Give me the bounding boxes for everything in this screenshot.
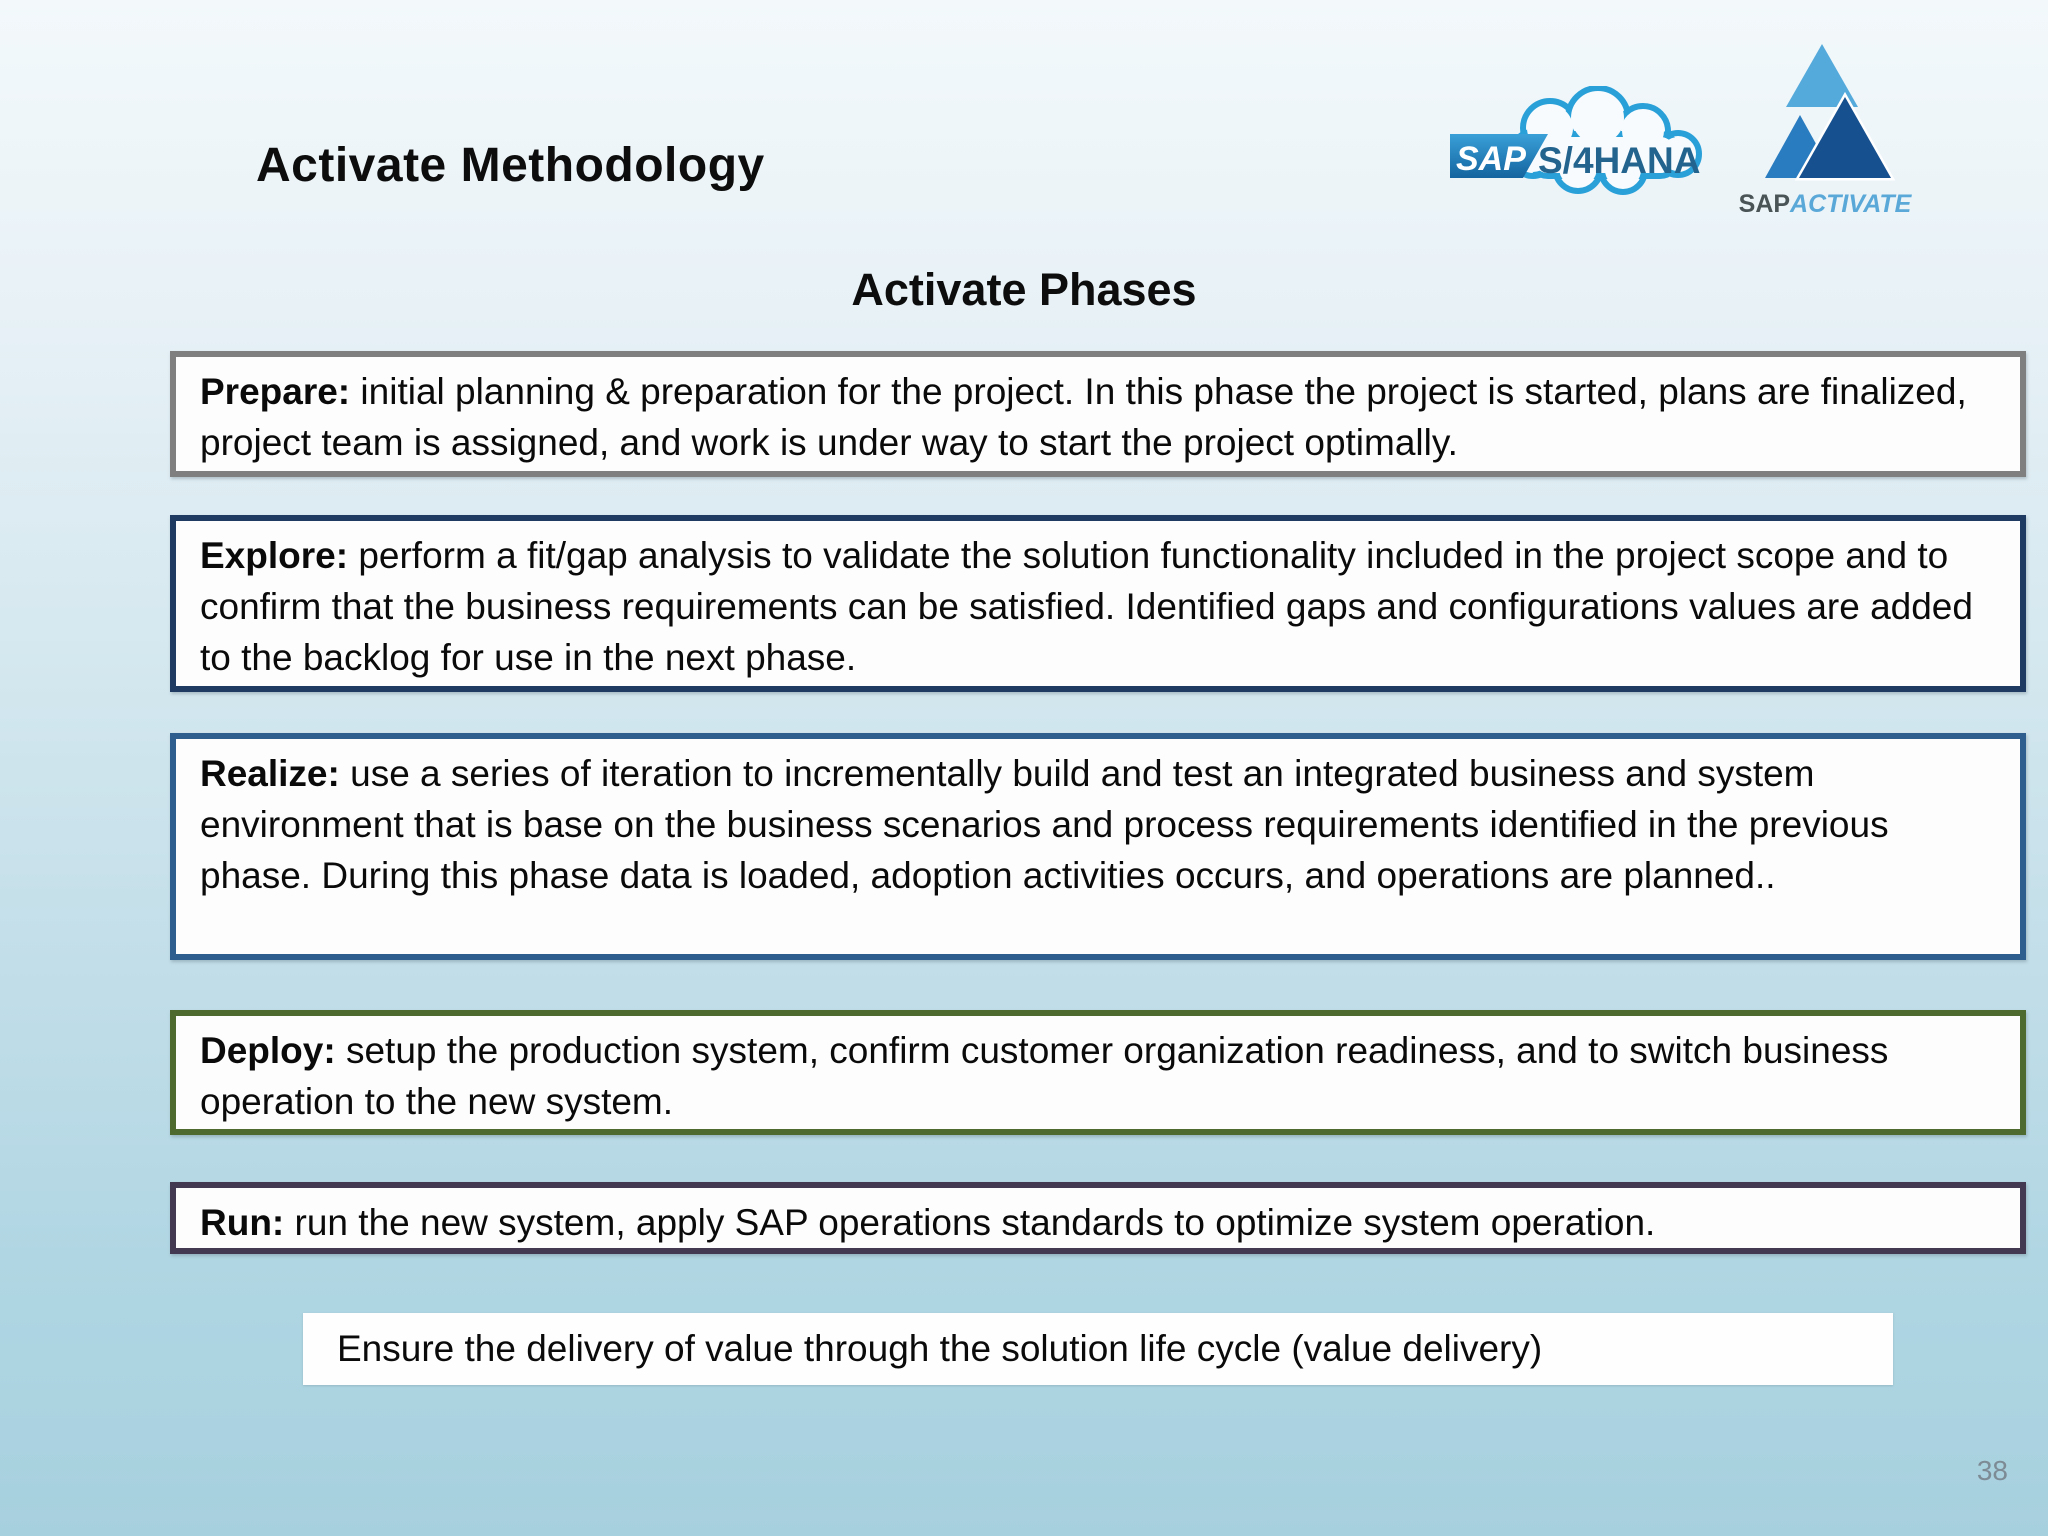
phase-text-explore: Explore: perform a fit/gap analysis to v… xyxy=(176,521,2020,683)
phase-description-explore: perform a fit/gap analysis to validate t… xyxy=(200,535,1973,678)
phase-box-deploy: Deploy: setup the production system, con… xyxy=(170,1010,2026,1135)
phase-description-prepare: initial planning & preparation for the p… xyxy=(200,371,1967,463)
triangle-top xyxy=(1786,44,1858,107)
cloud-fill xyxy=(1515,92,1695,188)
value-delivery-bar: Ensure the delivery of value through the… xyxy=(303,1313,1893,1385)
page-number: 38 xyxy=(1976,1455,2008,1486)
phase-name-prepare: Prepare: xyxy=(200,371,351,412)
phase-description-run: run the new system, apply SAP operations… xyxy=(284,1202,1656,1243)
value-delivery-text: Ensure the delivery of value through the… xyxy=(337,1328,1543,1369)
phase-name-realize: Realize: xyxy=(200,753,340,794)
phase-box-run: Run: run the new system, apply SAP opera… xyxy=(170,1182,2026,1254)
triangle-bottom-right xyxy=(1794,91,1896,181)
phase-name-deploy: Deploy: xyxy=(200,1030,336,1071)
wordmark-activate: ACTIVATE xyxy=(1790,190,1912,218)
sap-s4hana-logo: SAP S/4HANA xyxy=(1450,86,1702,195)
wordmark-sap: SAP xyxy=(1738,190,1791,218)
phase-text-prepare: Prepare: initial planning & preparation … xyxy=(176,357,2020,468)
s4hana-text: S/4HANA xyxy=(1538,140,1700,181)
phase-text-realize: Realize: use a series of iteration to in… xyxy=(176,739,2020,901)
phase-description-realize: use a series of iteration to incremental… xyxy=(200,753,1889,896)
sap-activate-logo xyxy=(1765,44,1896,181)
sap-activate-wordmark: SAPACTIVATE xyxy=(1737,190,1913,219)
phase-name-explore: Explore: xyxy=(200,535,349,576)
sap-logo-box xyxy=(1450,134,1548,178)
phase-text-deploy: Deploy: setup the production system, con… xyxy=(176,1016,2020,1127)
page-title: Activate Methodology xyxy=(256,139,765,192)
phase-box-explore: Explore: perform a fit/gap analysis to v… xyxy=(170,515,2026,692)
phase-text-run: Run: run the new system, apply SAP opera… xyxy=(176,1188,2020,1248)
phase-description-deploy: setup the production system, confirm cus… xyxy=(200,1030,1889,1122)
section-heading: Activate Phases xyxy=(851,264,1197,315)
sap-logo-text: SAP xyxy=(1456,140,1526,178)
phase-box-realize: Realize: use a series of iteration to in… xyxy=(170,733,2026,960)
phase-name-run: Run: xyxy=(200,1202,285,1243)
phase-box-prepare: Prepare: initial planning & preparation … xyxy=(170,351,2026,477)
